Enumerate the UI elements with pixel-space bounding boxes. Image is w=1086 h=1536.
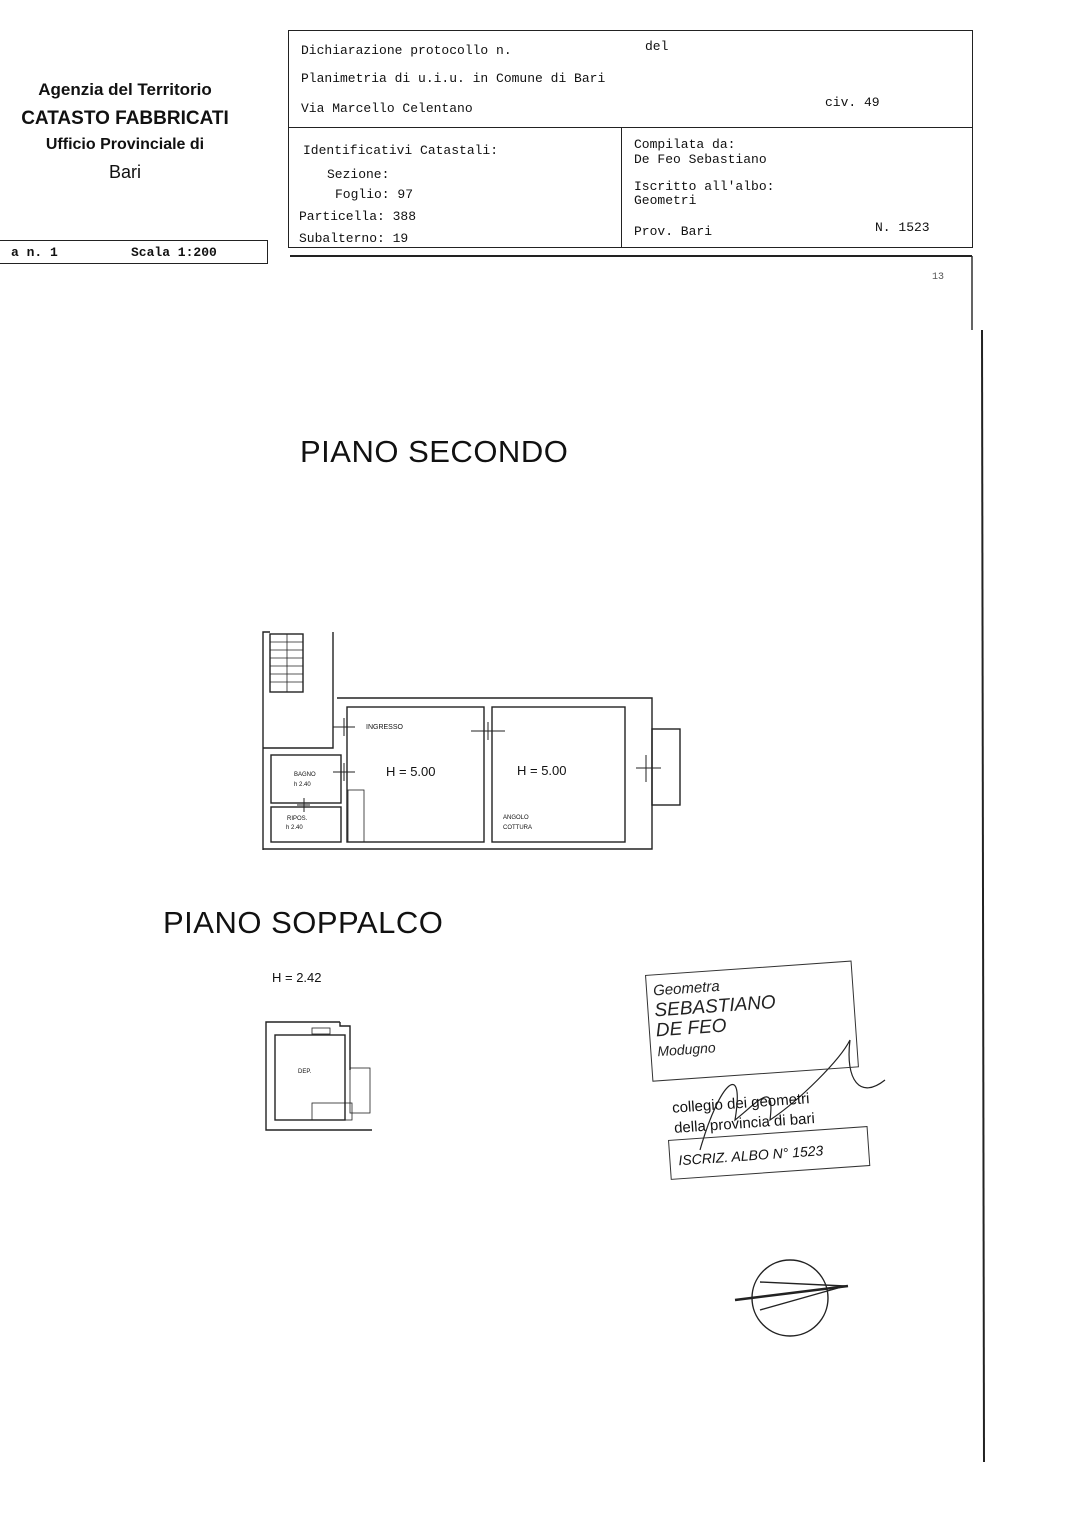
stair-wall bbox=[262, 631, 270, 850]
room-label-ingresso: INGRESSO bbox=[366, 724, 403, 731]
compiler-name: De Feo Sebastiano bbox=[634, 152, 767, 167]
stair-steps bbox=[270, 634, 303, 692]
stamp-registration: ISCRIZ. ALBO N° 1523 bbox=[677, 1142, 824, 1169]
room-label-ripostiglio: RIPOS. bbox=[287, 816, 308, 822]
inner-stair bbox=[347, 789, 365, 843]
sheet-scale: Scala 1:200 bbox=[131, 245, 217, 260]
north-arrow-icon bbox=[734, 1259, 849, 1337]
sheet-number: a n. 1 bbox=[11, 245, 58, 260]
staircase bbox=[311, 1102, 353, 1121]
particella: Particella: 388 bbox=[299, 209, 417, 224]
agency-office: Ufficio Provinciale di bbox=[45, 136, 205, 153]
door-marks bbox=[297, 718, 661, 812]
balcony bbox=[651, 728, 681, 806]
foglio: Foglio: 97 bbox=[335, 187, 414, 202]
room-label-deposito: DEP. bbox=[298, 1069, 312, 1075]
declaration-label: Dichiarazione protocollo n. bbox=[301, 43, 512, 58]
room-height: H = 5.00 bbox=[386, 764, 436, 779]
room-deposito bbox=[274, 1034, 346, 1121]
subalterno: Subalterno: 19 bbox=[299, 231, 409, 246]
plan-location: Planimetria di u.i.u. in Comune di Bari bbox=[301, 71, 606, 86]
albo-value: Geometri bbox=[634, 193, 697, 208]
agency-name: Agenzia del Territorio bbox=[38, 80, 212, 99]
floor-title-secondo: PIANO SECONDO bbox=[300, 434, 569, 469]
frame-right bbox=[981, 329, 985, 1463]
room-label-angolo: ANGOLO bbox=[503, 815, 529, 821]
room-label-cottura: COTTURA bbox=[503, 825, 532, 831]
identifiers-title: Identificativi Catastali: bbox=[303, 143, 499, 158]
surveyor-stamp: Geometra SEBASTIANO DE FEO Modugno bbox=[645, 960, 859, 1082]
agency-city: Bari bbox=[108, 162, 141, 182]
staircase bbox=[269, 633, 304, 693]
room-height: H = 5.00 bbox=[517, 763, 567, 778]
registration-number: N. 1523 bbox=[875, 220, 930, 235]
room-height-bagno: h 2.40 bbox=[294, 782, 311, 788]
soppalco-height: H = 2.42 bbox=[272, 970, 322, 985]
divider bbox=[289, 127, 972, 128]
plan-piano-soppalco bbox=[265, 1021, 372, 1131]
agency-department: CATASTO FABBRICATI bbox=[21, 108, 229, 129]
outer-wall bbox=[263, 697, 653, 850]
province: Prov. Bari bbox=[634, 224, 713, 239]
room-cucina bbox=[491, 706, 626, 843]
corridor-wall bbox=[263, 632, 334, 749]
floor-title-soppalco: PIANO SOPPALCO bbox=[163, 905, 444, 940]
room-ripostiglio bbox=[270, 806, 342, 843]
staircase bbox=[349, 1067, 371, 1114]
signature-icon bbox=[699, 1039, 886, 1151]
room-height-ripostiglio: h 2.40 bbox=[286, 825, 303, 831]
header-box: Dichiarazione protocollo n. del Planimet… bbox=[288, 30, 973, 248]
declaration-date-label: del bbox=[645, 39, 669, 54]
sezione: Sezione: bbox=[327, 167, 390, 182]
street: Via Marcello Celentano bbox=[301, 101, 473, 116]
sheet-box: a n. 1 Scala 1:200 bbox=[0, 240, 268, 264]
room-bagno bbox=[270, 754, 342, 804]
vent bbox=[311, 1027, 331, 1035]
civic-number: civ. 49 bbox=[825, 95, 880, 110]
divider bbox=[621, 127, 622, 247]
compiler-label: Compilata da: bbox=[634, 137, 736, 152]
plan-piano-secondo bbox=[262, 631, 681, 850]
outer-wall bbox=[265, 1021, 372, 1131]
outer-wall bbox=[339, 1022, 351, 1070]
room-ingresso bbox=[346, 706, 485, 843]
page-mark: 13 bbox=[932, 272, 945, 283]
room-label-bagno: BAGNO bbox=[294, 772, 316, 778]
albo-label: Iscritto all'albo: bbox=[634, 179, 775, 194]
